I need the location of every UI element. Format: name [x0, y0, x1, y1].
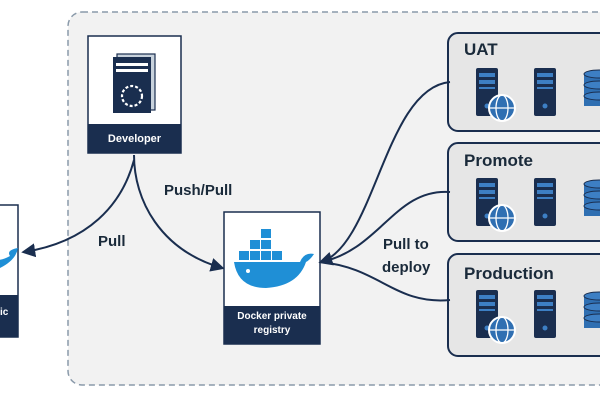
developer-card [87, 35, 182, 154]
registry-label-line1: Docker private [237, 311, 307, 322]
env-icons-promote [476, 178, 600, 232]
production-to-registry-arrow [320, 261, 451, 302]
docker-whale-icon [234, 229, 314, 288]
server-icon [534, 68, 556, 116]
push-pull-arrow [133, 154, 225, 272]
docker-whale-icon [0, 248, 18, 268]
public-registry-card [0, 204, 19, 338]
server-icon [534, 178, 556, 226]
env-title-promote: Promote [464, 151, 533, 170]
globe-icon [488, 204, 516, 232]
env-title-production: Production [464, 264, 554, 283]
globe-icon [488, 94, 516, 122]
database-icon [583, 69, 600, 106]
database-icon [583, 291, 600, 328]
registry-label-line2: registry [253, 325, 291, 336]
pull-to-public-arrow [21, 159, 135, 258]
developer-label: Developer [107, 133, 162, 145]
pull-to-label: Pull to [383, 236, 429, 253]
public-registry-label: ic [0, 307, 9, 318]
database-icon [583, 179, 600, 216]
server-icon [534, 290, 556, 338]
env-icons-uat [476, 68, 600, 122]
globe-icon [488, 316, 516, 344]
docker-private-registry-card [223, 211, 321, 345]
uat-to-registry-arrow [318, 81, 451, 266]
push-pull-label: Push/Pull [164, 182, 233, 199]
promote-to-registry-arrow [320, 190, 451, 263]
deploy-label: deploy [382, 259, 431, 276]
env-icons-production [476, 290, 600, 344]
developer-book-icon [113, 53, 156, 113]
env-title-uat: UAT [464, 40, 498, 59]
pull-label: Pull [98, 233, 126, 250]
